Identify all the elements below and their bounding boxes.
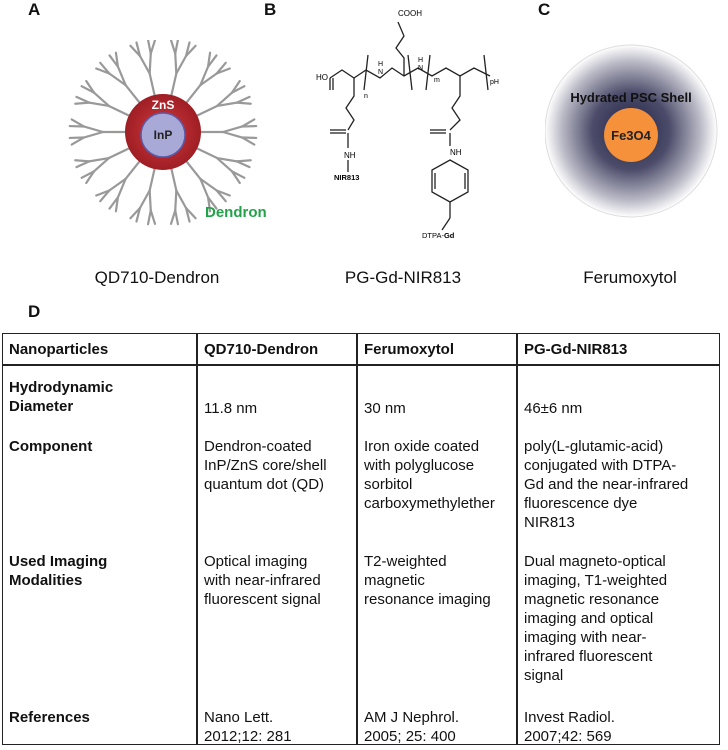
header-ferumoxytol: Ferumoxytol: [364, 341, 455, 358]
fe3o4-core: [604, 108, 658, 162]
header-nanoparticles: Nanoparticles: [9, 341, 109, 358]
qd-dendron-illustration: ZnS InP Dendron: [68, 40, 267, 226]
caption-ferumoxytol: Ferumoxytol: [583, 268, 677, 287]
inp-label: InP: [154, 128, 173, 142]
ph-label: pH: [490, 79, 499, 86]
row-label-diameter: Hydrodynamic Diameter: [9, 379, 114, 415]
nh-left-label: NH: [344, 151, 356, 160]
fe3o4-label: Fe3O4: [611, 128, 652, 143]
dtpa-label: DTPA-Gd: [422, 231, 455, 240]
caption-pg-gd-nir813: PG-Gd-NIR813: [344, 268, 462, 287]
header-divider: [3, 364, 719, 366]
psc-shell-label: Hydrated PSC Shell: [570, 90, 691, 105]
n1-label: N: [378, 69, 383, 76]
nh-right-label: NH: [450, 148, 462, 157]
column-divider-3: [516, 334, 518, 744]
dendron-branches: [68, 40, 258, 226]
panel-b-letter: B: [264, 0, 277, 19]
zns-label: ZnS: [152, 98, 175, 112]
panel-c-letter: C: [538, 0, 551, 19]
h2-label: H: [418, 57, 423, 64]
header-qd710-dendron: QD710-Dendron: [204, 341, 319, 358]
references-pg-gd: Invest Radiol. 2007;42: 569: [524, 709, 615, 745]
n-subscript: n: [364, 93, 368, 100]
modalities-ferumoxytol: T2-weighted magnetic resonance imaging: [364, 553, 491, 608]
nir813-label: NIR813: [334, 173, 359, 182]
column-divider-1: [196, 334, 198, 744]
component-pg-gd: poly(L-glutamic-acid) conjugated with DT…: [524, 438, 689, 531]
panel-d-letter: D: [28, 302, 41, 321]
component-ferumoxytol: Iron oxide coated with polyglucose sorbi…: [364, 438, 495, 512]
ho-label: HO: [316, 73, 328, 82]
row-label-component: Component: [9, 438, 93, 455]
column-divider-2: [356, 334, 358, 744]
diameter-pg-gd: 46±6 nm: [524, 400, 583, 417]
modalities-pg-gd: Dual magneto-optical imaging, T1-weighte…: [524, 553, 668, 684]
caption-qd710-dendron: QD710-Dendron: [94, 268, 220, 287]
panel-a-letter: A: [28, 0, 41, 19]
references-qd710: Nano Lett. 2012;12: 281: [204, 709, 292, 745]
h1-label: H: [378, 61, 383, 68]
dendron-label: Dendron: [205, 204, 267, 221]
header-pg-gd-nir813: PG-Gd-NIR813: [524, 341, 628, 358]
row-label-references: References: [9, 709, 90, 726]
diameter-ferumoxytol: 30 nm: [364, 400, 406, 417]
ferumoxytol-illustration: Hydrated PSC Shell Fe3O4: [545, 44, 718, 218]
component-qd710: Dendron-coated InP/ZnS core/shell quantu…: [204, 438, 327, 493]
inp-core: [140, 112, 186, 158]
cooh-label: COOH: [398, 9, 422, 18]
m-subscript: m: [434, 77, 440, 84]
nanoparticle-table: Nanoparticles QD710-Dendron Ferumoxytol …: [2, 333, 720, 745]
diameter-qd710: 11.8 nm: [204, 400, 258, 417]
n2-label: N: [418, 65, 423, 72]
row-label-modalities: Used Imaging Modalities: [9, 553, 108, 589]
modalities-qd710: Optical imaging with near-infrared fluor…: [204, 553, 321, 608]
references-ferumoxytol: AM J Nephrol. 2005; 25: 400: [364, 709, 460, 745]
pg-gd-nir813-structure: COOH HO H N n H N m pH NH NIR813 NH DTPA…: [316, 9, 499, 240]
